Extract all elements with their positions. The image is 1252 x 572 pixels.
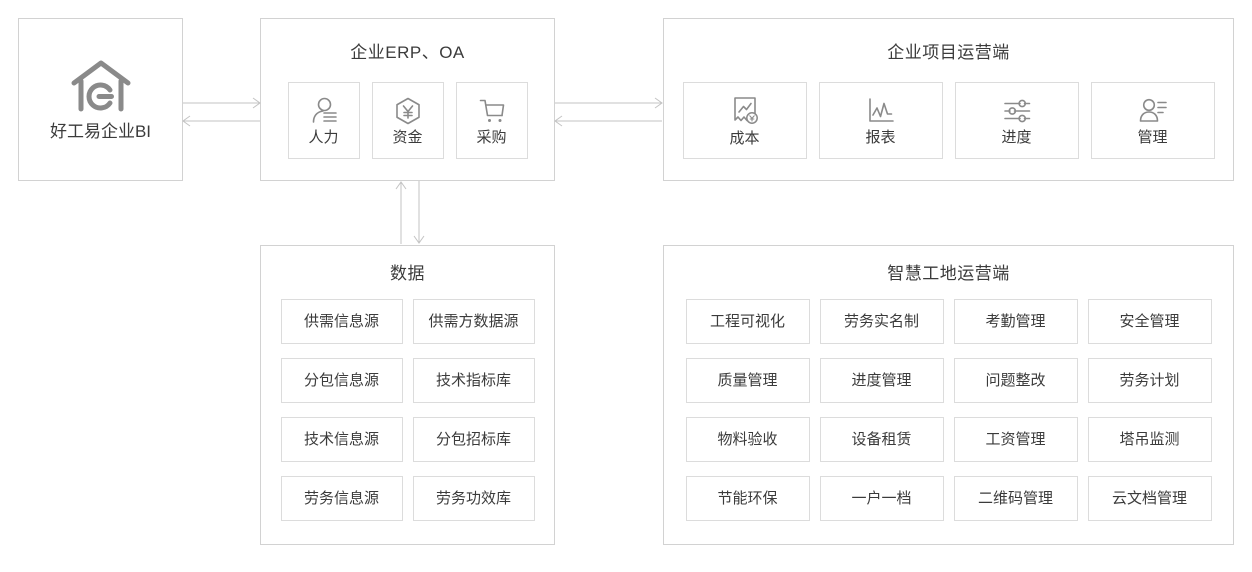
- project-tile-row: 成本 报表: [664, 82, 1233, 159]
- house-e-logo-icon: [70, 59, 132, 115]
- shopping-cart-icon: [477, 96, 507, 126]
- data-panel[interactable]: 数据 供需信息源 供需方数据源 分包信息源 技术指标库 技术信息源 分包招标库 …: [260, 245, 555, 545]
- chart-receipt-yuan-icon: [730, 95, 760, 127]
- data-cell[interactable]: 技术指标库: [412, 358, 535, 403]
- erp-tile-row: 人力 资金: [261, 82, 554, 159]
- data-cell[interactable]: 供需信息源: [280, 299, 403, 344]
- project-tile-guanli[interactable]: 管理: [1090, 82, 1215, 159]
- site-cell[interactable]: 质量管理: [685, 358, 810, 403]
- bi-panel-content: 好工易企业BI: [19, 19, 182, 180]
- data-cell[interactable]: 供需方数据源: [412, 299, 535, 344]
- site-cell[interactable]: 节能环保: [685, 476, 810, 521]
- site-cell[interactable]: 问题整改: [953, 358, 1078, 403]
- erp-tile-label: 采购: [476, 129, 507, 146]
- data-cell[interactable]: 分包招标库: [412, 417, 535, 462]
- project-panel-title: 企业项目运营端: [887, 43, 1010, 62]
- project-tile-baobiao[interactable]: 报表: [818, 82, 943, 159]
- site-cell[interactable]: 物料验收: [685, 417, 810, 462]
- erp-panel-title: 企业ERP、OA: [350, 43, 465, 62]
- site-cell[interactable]: 一户一档: [819, 476, 944, 521]
- erp-panel[interactable]: 企业ERP、OA 人力: [260, 18, 555, 181]
- data-cell[interactable]: 劳务功效库: [412, 476, 535, 521]
- project-tile-label: 成本: [729, 130, 760, 147]
- person-lines-icon: [309, 96, 339, 126]
- site-panel[interactable]: 智慧工地运营端 工程可视化 劳务实名制 考勤管理 安全管理 质量管理 进度管理 …: [663, 245, 1234, 545]
- project-tile-label: 管理: [1137, 129, 1168, 146]
- bi-panel[interactable]: 好工易企业BI: [18, 18, 183, 181]
- bi-label: 好工易企业BI: [49, 122, 152, 141]
- project-tile-label: 报表: [865, 129, 896, 146]
- data-cell[interactable]: 技术信息源: [280, 417, 403, 462]
- site-cell[interactable]: 塔吊监测: [1087, 417, 1212, 462]
- project-tile-label: 进度: [1001, 129, 1032, 146]
- data-cell-grid: 供需信息源 供需方数据源 分包信息源 技术指标库 技术信息源 分包招标库 劳务信…: [261, 299, 554, 521]
- data-cell[interactable]: 劳务信息源: [280, 476, 403, 521]
- project-tile-chengben[interactable]: 成本: [682, 82, 807, 159]
- site-cell[interactable]: 工程可视化: [685, 299, 810, 344]
- line-chart-icon: [866, 96, 896, 126]
- site-cell[interactable]: 劳务实名制: [819, 299, 944, 344]
- sliders-icon: [1002, 96, 1032, 126]
- erp-data-connector: [395, 181, 425, 244]
- site-cell[interactable]: 云文档管理: [1087, 476, 1212, 521]
- erp-tile-label: 资金: [392, 129, 423, 146]
- site-cell[interactable]: 考勤管理: [953, 299, 1078, 344]
- site-cell[interactable]: 安全管理: [1087, 299, 1212, 344]
- erp-tile-renli[interactable]: 人力: [287, 82, 360, 159]
- erp-tile-zijin[interactable]: 资金: [371, 82, 444, 159]
- erp-tile-label: 人力: [308, 129, 339, 146]
- site-cell-grid: 工程可视化 劳务实名制 考勤管理 安全管理 质量管理 进度管理 问题整改 劳务计…: [664, 299, 1233, 521]
- site-cell[interactable]: 劳务计划: [1087, 358, 1212, 403]
- site-cell[interactable]: 进度管理: [819, 358, 944, 403]
- person-list-icon: [1138, 96, 1168, 126]
- data-cell[interactable]: 分包信息源: [280, 358, 403, 403]
- hexagon-yuan-icon: [393, 96, 423, 126]
- erp-tile-caigou[interactable]: 采购: [455, 82, 528, 159]
- erp-project-connector: [554, 97, 663, 127]
- site-panel-title: 智慧工地运营端: [887, 264, 1010, 283]
- site-cell[interactable]: 二维码管理: [953, 476, 1078, 521]
- bi-erp-connector: [182, 97, 261, 127]
- site-cell[interactable]: 设备租赁: [819, 417, 944, 462]
- project-tile-jindu[interactable]: 进度: [954, 82, 1079, 159]
- project-panel[interactable]: 企业项目运营端 成本: [663, 18, 1234, 181]
- data-panel-title: 数据: [390, 264, 425, 283]
- site-cell[interactable]: 工资管理: [953, 417, 1078, 462]
